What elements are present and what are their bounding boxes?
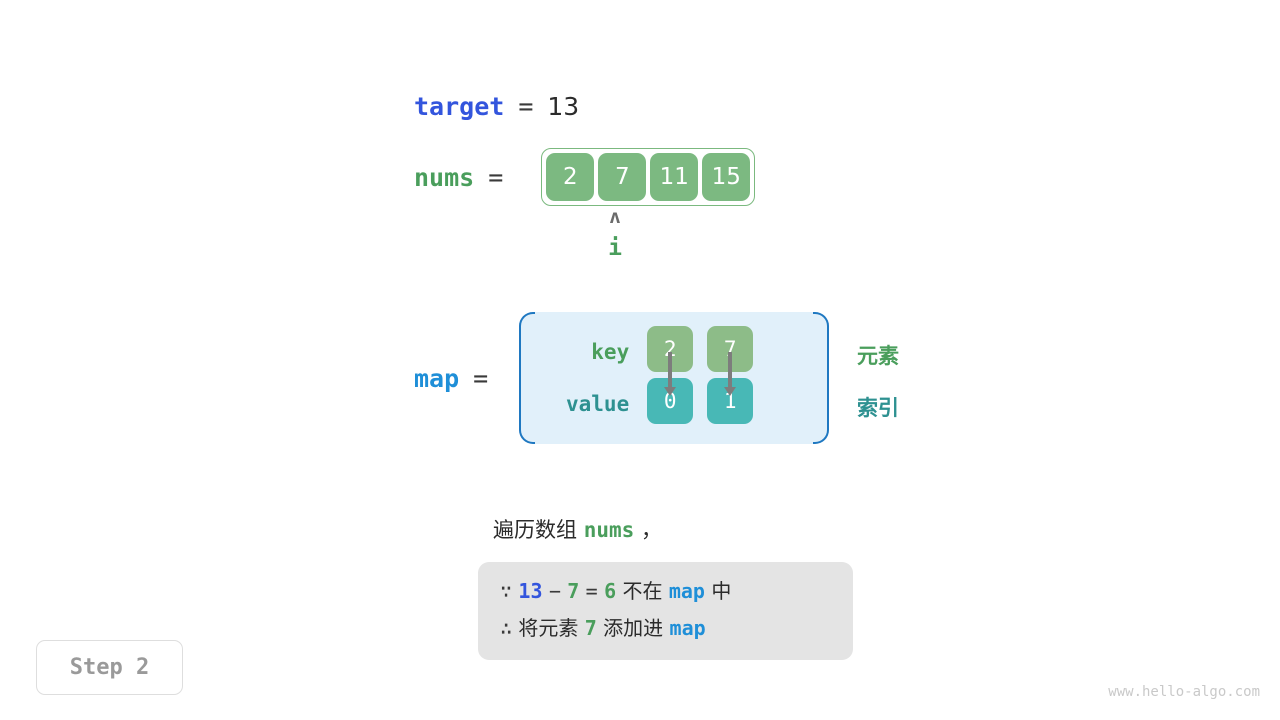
tail-text: 中 <box>711 579 732 603</box>
minus-symbol: − <box>548 579 561 603</box>
caption-code-nums: nums <box>583 518 635 542</box>
because-symbol: ∵ <box>500 579 513 603</box>
annotation-element: 元素 <box>857 344 899 368</box>
map-side-annotations: 元素 索引 <box>857 330 899 434</box>
add-element-text: 将元素 <box>518 616 579 640</box>
array-cell: 2 <box>546 153 595 201</box>
equals-symbol: = <box>585 579 598 603</box>
target-variable-label: target <box>414 92 505 121</box>
step-badge: Step 2 <box>36 640 183 695</box>
nums-variable-label: nums <box>414 162 475 192</box>
target-row: target = 13 <box>414 92 579 121</box>
map-variable-label: map <box>414 363 460 393</box>
index-pointer-group: ʌ i <box>592 206 638 262</box>
explanation-line-2: ∴ 将元素 7 添加进 map <box>500 610 831 647</box>
added-num-token: 7 <box>584 616 597 640</box>
array-cell: 15 <box>702 153 751 201</box>
map-panel: key value 2 0 7 1 <box>519 312 830 444</box>
caption-prefix: 遍历数组 <box>493 518 584 542</box>
map-row: map = key value 2 0 7 1 <box>414 312 830 444</box>
nums-row: nums = 2 7 11 15 <box>414 148 756 206</box>
map-row-labels: key value <box>543 326 647 430</box>
difference-token: 6 <box>604 579 617 603</box>
array-cell: 11 <box>650 153 699 201</box>
explanation-line-1: ∵ 13 − 7 = 6 不在 map 中 <box>500 573 831 610</box>
target-value: 13 <box>547 92 580 121</box>
caption-suffix: ， <box>634 518 662 542</box>
target-value-token: 13 <box>518 579 543 603</box>
annotation-index: 索引 <box>857 396 899 420</box>
map-equals-sign: = <box>473 363 489 393</box>
map-value-row-label: value <box>566 392 630 416</box>
down-arrow-icon <box>664 352 677 396</box>
caret-up-icon: ʌ <box>609 206 621 228</box>
map-entry-column: 2 0 <box>647 326 694 424</box>
nums-equals-sign: = <box>488 162 504 192</box>
map-token: map <box>668 579 705 603</box>
nums-array-container: 2 7 11 15 <box>541 148 756 206</box>
map-grid: key value 2 0 7 1 <box>543 326 767 430</box>
map-key-row-label: key <box>591 340 630 364</box>
target-equals-sign: = <box>518 92 534 121</box>
map-token: map <box>669 616 706 640</box>
pointer-label: i <box>608 235 622 261</box>
array-cell: 7 <box>598 153 647 201</box>
into-text: 添加进 <box>603 616 664 640</box>
therefore-symbol: ∴ <box>500 616 513 640</box>
down-arrow-icon <box>724 352 737 396</box>
watermark: www.hello-algo.com <box>1108 684 1260 700</box>
current-num-token: 7 <box>567 579 580 603</box>
caption-line: 遍历数组 nums ， <box>493 514 662 544</box>
explanation-box: ∵ 13 − 7 = 6 不在 map 中 ∴ 将元素 7 添加进 map <box>478 562 853 660</box>
not-in-text: 不在 <box>622 579 663 603</box>
map-entry-column: 7 1 <box>707 326 754 424</box>
